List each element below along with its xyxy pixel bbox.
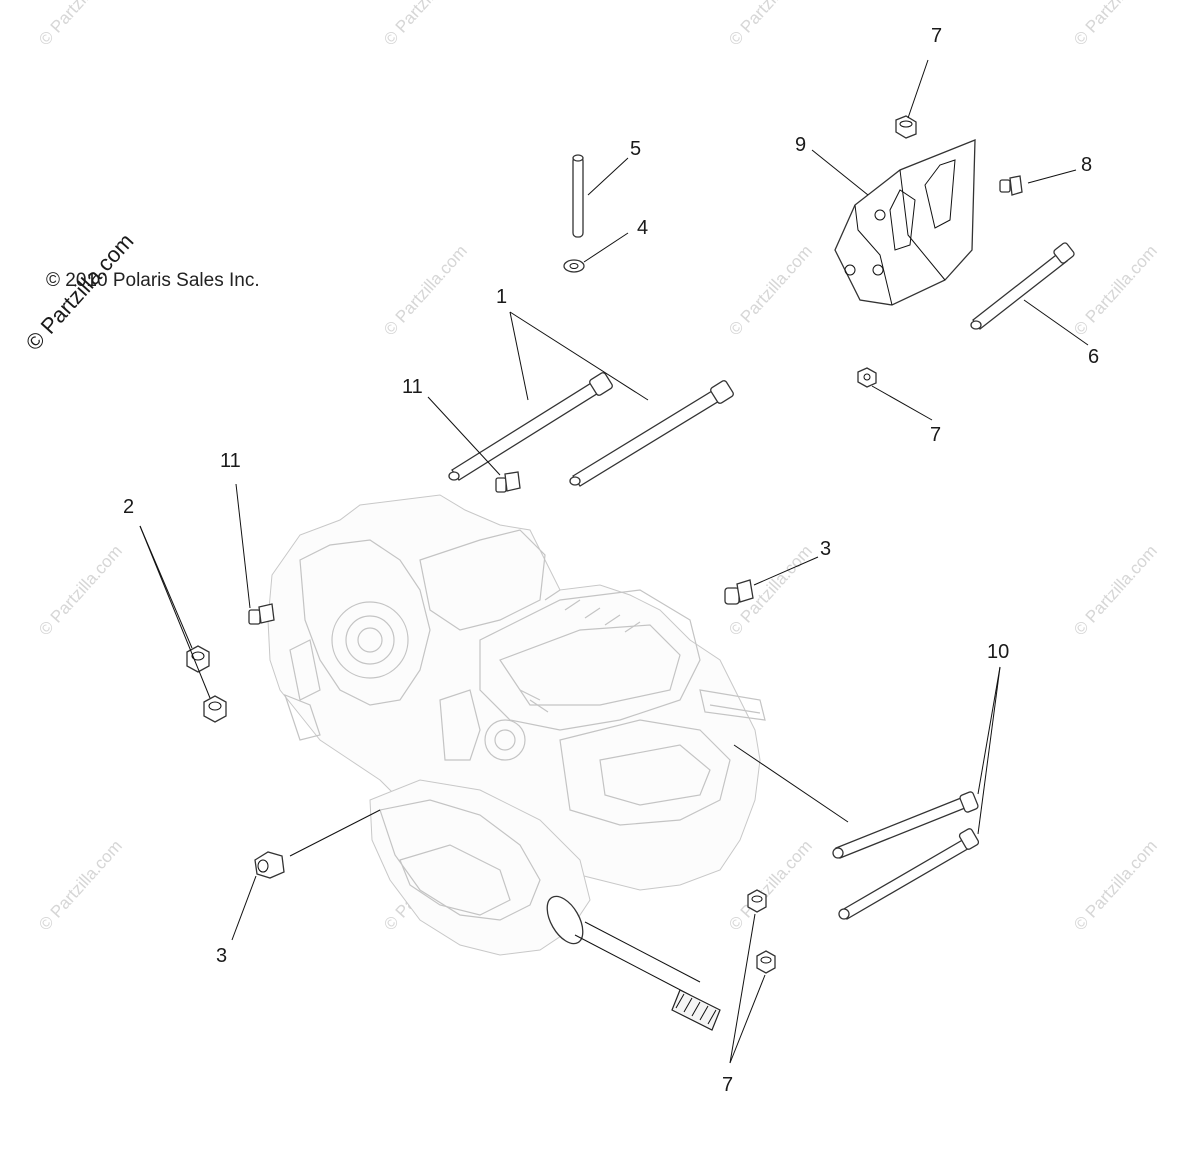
- output-shaft: [546, 895, 721, 1031]
- callout-7: 7: [931, 25, 943, 47]
- bolt-part-11-left: [248, 603, 275, 625]
- bolt-part-1-b: [569, 380, 734, 487]
- clip-part-4: [563, 259, 585, 273]
- bolt-part-11-mid: [495, 471, 521, 493]
- bolt-part-6: [970, 242, 1075, 330]
- callout-2: 2: [123, 496, 135, 518]
- nut-part-7-bottom-a: [747, 889, 767, 913]
- nut-part-7-bottom-b: [756, 950, 776, 974]
- callout-5: 5: [630, 138, 642, 160]
- bolt-part-10-a: [832, 791, 979, 859]
- callout-7: 7: [722, 1074, 734, 1096]
- callout-3: 3: [820, 538, 832, 560]
- engine-case-outline: [267, 494, 766, 956]
- bolt-part-1-a: [448, 372, 613, 481]
- nut-part-2-a: [186, 645, 210, 673]
- callout-11: 11: [402, 376, 423, 398]
- callout-11: 11: [220, 450, 241, 472]
- nut-part-7-top: [895, 115, 917, 139]
- nut-part-2-b: [203, 695, 227, 723]
- callout-9: 9: [795, 134, 807, 156]
- bolt-part-10-b: [838, 828, 980, 920]
- callout-6: 6: [1088, 346, 1100, 368]
- leader-lines: [139, 59, 1089, 1064]
- bolt-part-3-right: [724, 579, 754, 605]
- callout-4: 4: [637, 217, 649, 239]
- callout-3: 3: [216, 945, 228, 967]
- bolt-part-3-left: [254, 851, 285, 879]
- callout-8: 8: [1081, 154, 1093, 176]
- callout-10: 10: [987, 641, 1010, 663]
- callout-1: 1: [496, 286, 508, 308]
- pin-part-5: [572, 154, 584, 238]
- callout-7: 7: [930, 424, 942, 446]
- nut-part-7-mid: [857, 367, 877, 388]
- copyright-notice: © 2010 Polaris Sales Inc.: [46, 270, 260, 291]
- bolt-part-8: [999, 175, 1023, 196]
- bracket-part-9: [834, 139, 976, 306]
